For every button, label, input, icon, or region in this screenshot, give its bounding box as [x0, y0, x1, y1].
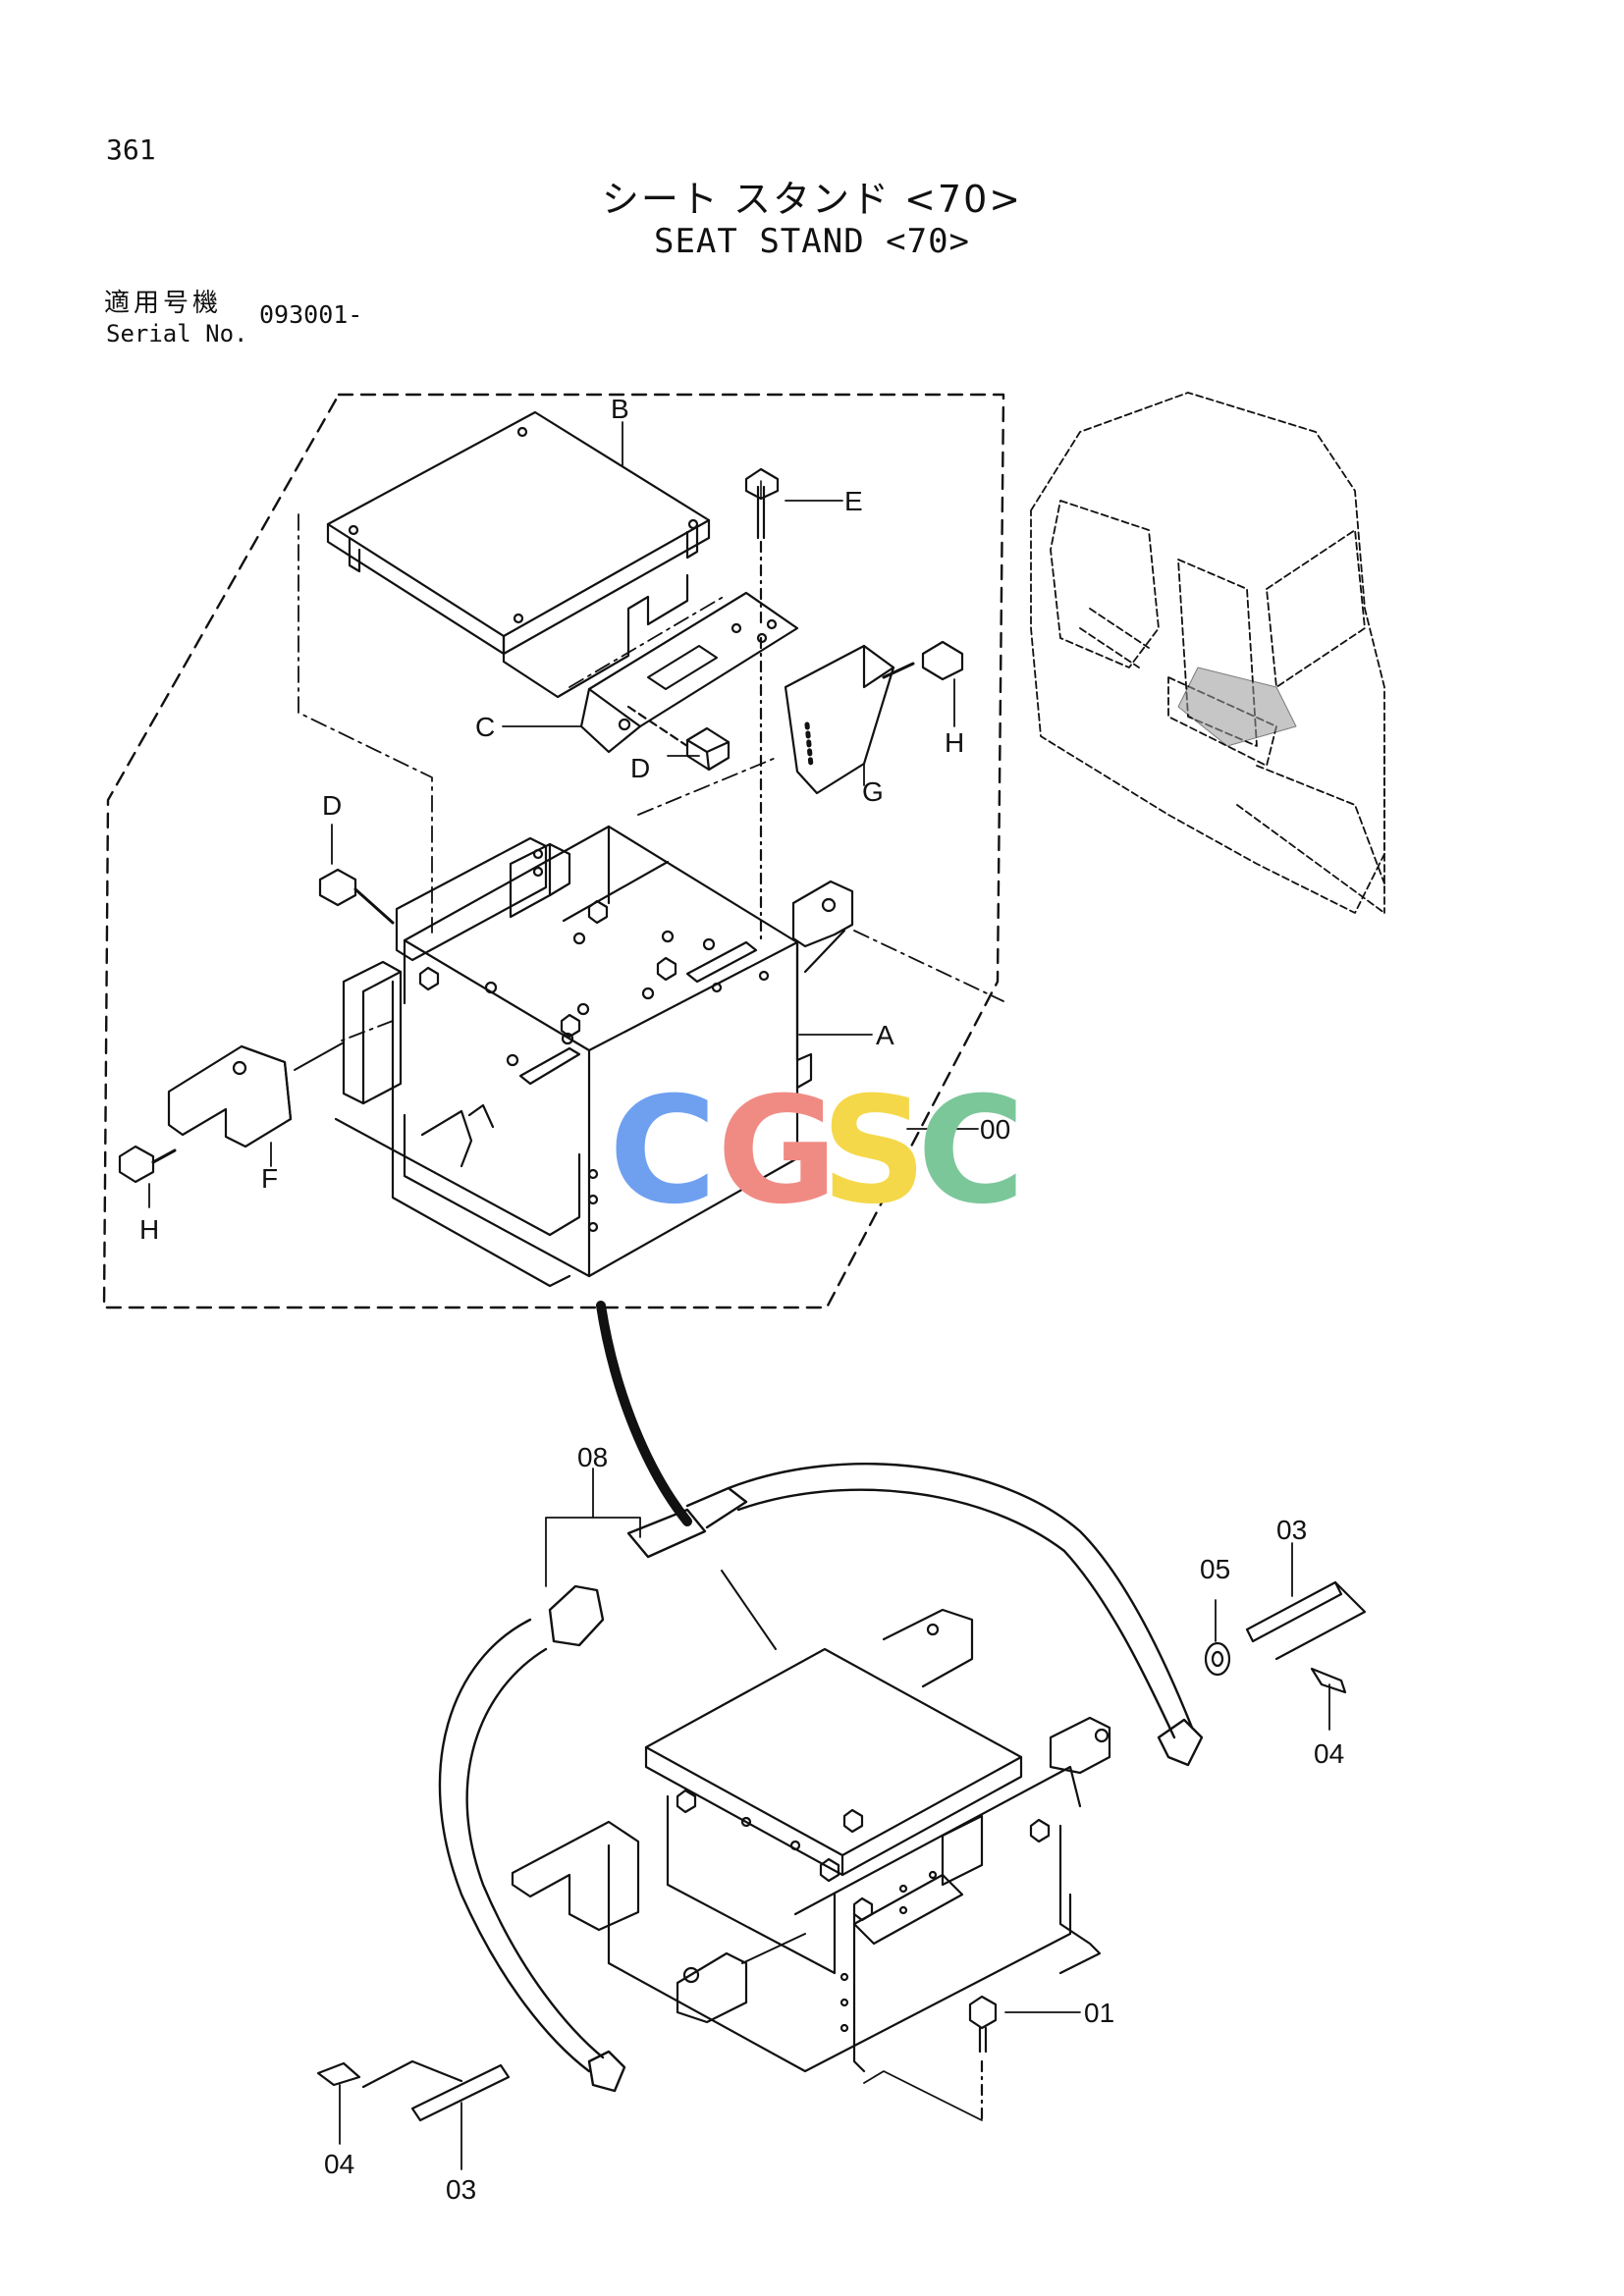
- callout-03-right: 03: [1276, 1515, 1307, 1545]
- part-03-pin-right: [1245, 1580, 1367, 1661]
- part-01-bolt: [863, 1995, 998, 2122]
- part-f-bracket: [167, 1041, 345, 1148]
- page-number: 361: [106, 133, 156, 166]
- connector-leader: [721, 1570, 777, 1650]
- callout-01: 01: [1084, 1998, 1114, 2028]
- callout-d-upper: D: [630, 753, 650, 783]
- part-c-slide-rail: [579, 591, 799, 754]
- callout-03-left: 03: [446, 2174, 476, 2205]
- watermark-logo: C G S C: [609, 1066, 1025, 1237]
- bolt-h-right: [882, 640, 964, 681]
- watermark-letter-1: C: [609, 1066, 717, 1237]
- part-04-clip-left: [316, 2061, 361, 2087]
- callout-04-left: 04: [324, 2149, 354, 2179]
- callout-05: 05: [1200, 1554, 1230, 1584]
- part-b-top-plate: [326, 410, 711, 699]
- part-04-clip-right: [1310, 1667, 1347, 1694]
- lower-seat-stand-assembly: [511, 1608, 1111, 2073]
- callout-leaders: [148, 421, 1330, 2170]
- bolt-e: [744, 467, 780, 944]
- callout-c: C: [475, 712, 495, 742]
- callout-b: B: [611, 394, 629, 424]
- bolt-h-left: [118, 1145, 177, 1184]
- part-03-pin-left: [361, 2059, 511, 2122]
- cab-seat-highlight: [1177, 667, 1297, 747]
- watermark-letter-3: S: [821, 1066, 927, 1237]
- serial-number-value: 093001-: [259, 300, 363, 329]
- callout-labels: B E C D D G H A F H 00 08 03 05 04 01 04…: [139, 394, 1344, 2205]
- serial-label-japanese: 適用号機: [104, 289, 223, 318]
- callout-h-right: H: [945, 727, 964, 758]
- serial-label-english: Serial No.: [106, 320, 248, 347]
- callout-e: E: [844, 486, 863, 516]
- connector-band: [596, 1301, 692, 1526]
- callout-h-left: H: [139, 1214, 159, 1245]
- frame-rear-bracket: [791, 880, 854, 974]
- callout-f: F: [261, 1163, 278, 1194]
- watermark-letter-2: G: [717, 1066, 838, 1237]
- part-08-seat-belt: [438, 1463, 1204, 2093]
- part-05-washer: [1204, 1641, 1231, 1677]
- assembly-lines: [298, 513, 1004, 1041]
- callout-g: G: [862, 776, 884, 807]
- part-g-bracket: [784, 644, 895, 795]
- page-title-japanese: シート スタンド <70>: [601, 178, 1023, 221]
- callout-00: 00: [980, 1114, 1010, 1145]
- frame-side-bracket: [395, 836, 548, 962]
- callout-04-right: 04: [1314, 1738, 1344, 1769]
- callout-d-left: D: [322, 790, 342, 821]
- watermark-letter-4: C: [917, 1066, 1025, 1237]
- bolt-d-left: [318, 868, 395, 925]
- cab-inset: [1030, 392, 1385, 914]
- callout-08: 08: [577, 1442, 608, 1472]
- callout-a: A: [876, 1020, 894, 1050]
- detail-boundary: [102, 393, 1005, 1309]
- page-title-english: SEAT STAND <70>: [653, 222, 971, 261]
